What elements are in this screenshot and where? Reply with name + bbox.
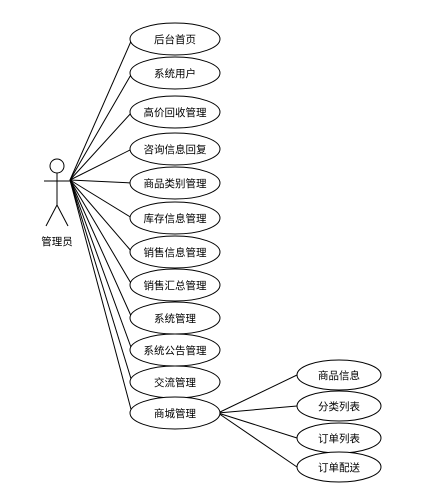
use-case-10: 系统公告管理 [129,333,221,367]
use-case-6-ellipse [129,201,221,235]
assoc-line-4 [69,148,133,181]
use-case-3-ellipse [129,95,221,129]
use-case-9: 系统管理 [129,301,221,335]
association-lines [69,38,133,414]
use-case-11-label: 交流管理 [154,376,196,389]
sub-line-3 [217,412,298,439]
use-case-5: 商品类别管理 [129,166,221,200]
sub-use-case-3: 订单列表 [296,422,382,454]
use-case-5-label: 商品类别管理 [144,177,207,190]
use-case-7-ellipse [129,235,221,269]
sub-use-case-2-label: 分类列表 [318,400,360,413]
sub-association-lines [217,374,298,468]
sub-use-case-2: 分类列表 [296,390,382,422]
use-case-6: 库存信息管理 [129,201,221,235]
use-case-12-label: 商城管理 [154,407,196,420]
use-case-4-label: 咨询信息回复 [144,143,207,156]
use-case-7-label: 销售信息管理 [144,246,207,259]
use-case-10-label: 系统公告管理 [144,344,207,357]
assoc-line-6 [69,179,133,219]
sub-line-1 [217,374,298,414]
actor-label: 管理员 [41,235,73,248]
use-case-3-label: 高价回收管理 [144,106,207,119]
use-case-5-ellipse [129,166,221,200]
sub-use-case-1: 商品信息 [296,359,382,391]
sub-use-case-4: 订单配送 [296,451,382,483]
use-case-8-ellipse [129,268,221,302]
use-case-1-label: 后台首页 [154,33,196,46]
use-case-3: 高价回收管理 [129,95,221,129]
use-case-1-ellipse [129,22,221,56]
assoc-line-2 [69,72,133,181]
sub-use-case-4-label: 订单配送 [318,461,360,474]
assoc-line-1 [69,38,133,181]
assoc-line-12 [69,179,133,414]
use-case-8-label: 销售汇总管理 [144,279,207,292]
use-case-2-ellipse [129,56,221,90]
actor-right-leg [56,204,69,227]
use-case-1: 后台首页 [129,22,221,56]
actor-left-leg [45,204,58,227]
use-case-6-label: 库存信息管理 [144,212,207,225]
use-case-12-ellipse [129,396,221,430]
assoc-line-10 [69,179,133,351]
assoc-line-7 [69,179,133,253]
sub-line-4 [217,412,298,468]
sub-use-case-4-ellipse [296,451,382,483]
assoc-line-11 [69,179,133,383]
sub-use-case-2-ellipse [296,390,382,422]
sub-use-case-1-ellipse [296,359,382,391]
sub-use-case-1-label: 商品信息 [318,369,360,382]
use-case-2-label: 系统用户 [154,67,196,80]
sub-use-case-3-label: 订单列表 [318,432,360,445]
use-case-7: 销售信息管理 [129,235,221,269]
assoc-line-5 [69,179,133,184]
use-case-4: 咨询信息回复 [129,132,221,166]
sub-line-2 [217,405,298,414]
actor-head [49,158,65,174]
use-case-2: 系统用户 [129,56,221,90]
use-case-11: 交流管理 [129,365,221,399]
use-case-8: 销售汇总管理 [129,268,221,302]
assoc-line-3 [69,111,133,181]
use-case-9-label: 系统管理 [154,312,196,325]
use-case-4-ellipse [129,132,221,166]
assoc-line-9 [69,179,133,319]
assoc-line-8 [69,179,133,286]
use-case-12: 商城管理 [129,396,221,430]
actor-admin [44,158,70,227]
